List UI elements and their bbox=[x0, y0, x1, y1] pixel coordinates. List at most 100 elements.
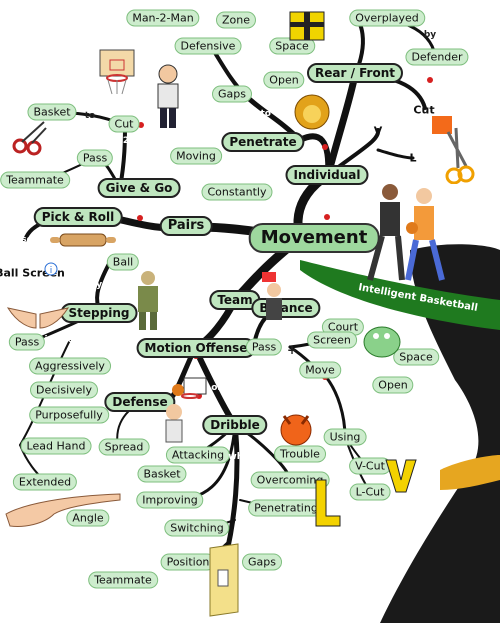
referee-icon bbox=[262, 272, 282, 320]
link-as: as bbox=[226, 248, 238, 258]
node-defender[interactable]: Defender bbox=[405, 48, 469, 66]
node-ball[interactable]: Ball bbox=[106, 253, 140, 271]
node-individual[interactable]: Individual bbox=[285, 165, 369, 185]
node-pass-hands[interactable]: Pass bbox=[8, 333, 46, 351]
node-overcoming[interactable]: Overcoming bbox=[250, 471, 330, 489]
node-l-right[interactable]: L bbox=[409, 151, 417, 165]
node-decisively[interactable]: Decisively bbox=[30, 381, 98, 399]
central-topic[interactable]: Movement bbox=[248, 223, 380, 253]
node-screen[interactable]: Screen bbox=[307, 331, 357, 349]
node-penetrate[interactable]: Penetrate bbox=[221, 132, 305, 152]
node-lead-hand[interactable]: Lead Hand bbox=[20, 437, 92, 455]
node-pass-mid[interactable]: Pass bbox=[245, 338, 283, 356]
link-passing: passing bbox=[111, 513, 151, 523]
link-plus: + bbox=[286, 343, 298, 357]
light-switch-icon bbox=[209, 543, 239, 617]
lion-mascot-icon bbox=[294, 94, 330, 130]
node-cut-left[interactable]: Cut bbox=[108, 115, 140, 133]
node-stepping[interactable]: Stepping bbox=[60, 303, 138, 323]
node-team[interactable]: Team bbox=[209, 290, 261, 310]
node-angle[interactable]: Angle bbox=[66, 509, 110, 527]
link-into-gaps: into bbox=[260, 533, 280, 543]
link-num1: 1 bbox=[114, 155, 122, 165]
link-keep: keep bbox=[119, 369, 145, 379]
node-l-cut[interactable]: L-Cut bbox=[349, 483, 391, 501]
basketball-players-icon bbox=[367, 184, 445, 281]
link-see: see bbox=[21, 235, 39, 245]
svg-text:i: i bbox=[50, 266, 53, 276]
node-defensive[interactable]: Defensive bbox=[174, 37, 242, 55]
link-within-team: within bbox=[178, 317, 210, 327]
link-by-top: by bbox=[423, 30, 437, 40]
node-space-right[interactable]: Space bbox=[393, 348, 439, 366]
basketball-hoop-icon bbox=[99, 49, 135, 95]
node-teammate-low[interactable]: Teammate bbox=[88, 571, 158, 589]
node-moving[interactable]: Moving bbox=[170, 147, 222, 165]
node-purposefully[interactable]: Purposefully bbox=[29, 406, 109, 424]
node-ball-screen[interactable]: Ball Screen bbox=[0, 266, 65, 280]
node-cut-right[interactable]: Cut bbox=[413, 103, 435, 117]
node-rear-front[interactable]: Rear / Front bbox=[306, 63, 404, 83]
node-position[interactable]: Position bbox=[160, 553, 216, 571]
link-by-step: by bbox=[89, 280, 103, 290]
letter-l-icon bbox=[315, 479, 341, 527]
link-into-top: into bbox=[251, 109, 271, 119]
node-spread[interactable]: Spread bbox=[98, 438, 150, 456]
node-pick-roll[interactable]: Pick & Roll bbox=[33, 207, 123, 227]
node-v-cut[interactable]: V-Cut bbox=[349, 457, 391, 475]
node-penetrating[interactable]: Penetrating bbox=[248, 499, 324, 517]
link-only: only bbox=[211, 383, 233, 393]
link-when-dribble: when bbox=[228, 452, 256, 462]
link-to-teammate: to bbox=[78, 175, 90, 185]
green-creature-icon bbox=[363, 326, 401, 358]
node-move[interactable]: Move bbox=[299, 361, 341, 379]
gift-box-icon bbox=[289, 11, 325, 41]
node-open-right[interactable]: Open bbox=[372, 376, 414, 394]
link-into-each: into each bbox=[44, 335, 92, 345]
node-constantly[interactable]: Constantly bbox=[201, 183, 273, 201]
scissors-icon bbox=[432, 116, 475, 184]
link-to-basket: to bbox=[84, 111, 96, 121]
link-into-move: into bbox=[345, 388, 365, 398]
node-pairs[interactable]: Pairs bbox=[159, 216, 213, 236]
node-switching[interactable]: Switching bbox=[164, 519, 230, 537]
scissors-icon bbox=[12, 121, 47, 156]
node-teammate-left[interactable]: Teammate bbox=[0, 171, 70, 189]
link-with: with bbox=[2, 415, 26, 425]
node-aggressively[interactable]: Aggressively bbox=[29, 357, 111, 375]
node-overplayed[interactable]: Overplayed bbox=[349, 9, 425, 27]
node-extended[interactable]: Extended bbox=[12, 473, 78, 491]
link-in: in bbox=[221, 215, 231, 225]
node-improving[interactable]: Improving bbox=[136, 491, 204, 509]
link-num2: 2 bbox=[122, 136, 130, 146]
node-trouble[interactable]: Trouble bbox=[274, 445, 326, 463]
open-hands-icon bbox=[6, 307, 70, 329]
node-basket-low[interactable]: Basket bbox=[137, 465, 187, 483]
node-space-top[interactable]: Space bbox=[269, 37, 315, 55]
node-open-top[interactable]: Open bbox=[263, 71, 305, 89]
node-gaps-top[interactable]: Gaps bbox=[212, 85, 252, 103]
info-icon[interactable]: i bbox=[44, 262, 58, 276]
node-defense[interactable]: Defense bbox=[104, 392, 176, 412]
soldier-icon bbox=[138, 271, 158, 330]
node-give-go[interactable]: Give & Go bbox=[97, 178, 181, 198]
link-with-low: with bbox=[156, 573, 180, 583]
coach-with-clipboard-icon bbox=[157, 64, 179, 128]
node-man2man[interactable]: Man-2-Man bbox=[126, 9, 200, 27]
node-gaps-low[interactable]: Gaps bbox=[242, 553, 282, 571]
rolling-pin-icon bbox=[50, 233, 116, 247]
node-using[interactable]: Using bbox=[323, 428, 367, 446]
devil-ball-icon bbox=[280, 414, 312, 446]
node-zone[interactable]: Zone bbox=[215, 11, 257, 29]
node-v-right[interactable]: V bbox=[373, 124, 383, 138]
node-attacking[interactable]: Attacking bbox=[165, 446, 231, 464]
letter-v-icon bbox=[385, 459, 417, 493]
node-dribble[interactable]: Dribble bbox=[202, 415, 268, 435]
link-by-penetrate: by bbox=[250, 167, 264, 177]
node-motion-offense[interactable]: Motion Offense bbox=[136, 338, 256, 358]
pointing-hand-icon bbox=[5, 493, 121, 527]
basketball-hoop-icon bbox=[165, 377, 207, 443]
node-pass-left[interactable]: Pass bbox=[76, 149, 114, 167]
node-basket-left[interactable]: Basket bbox=[27, 103, 77, 121]
